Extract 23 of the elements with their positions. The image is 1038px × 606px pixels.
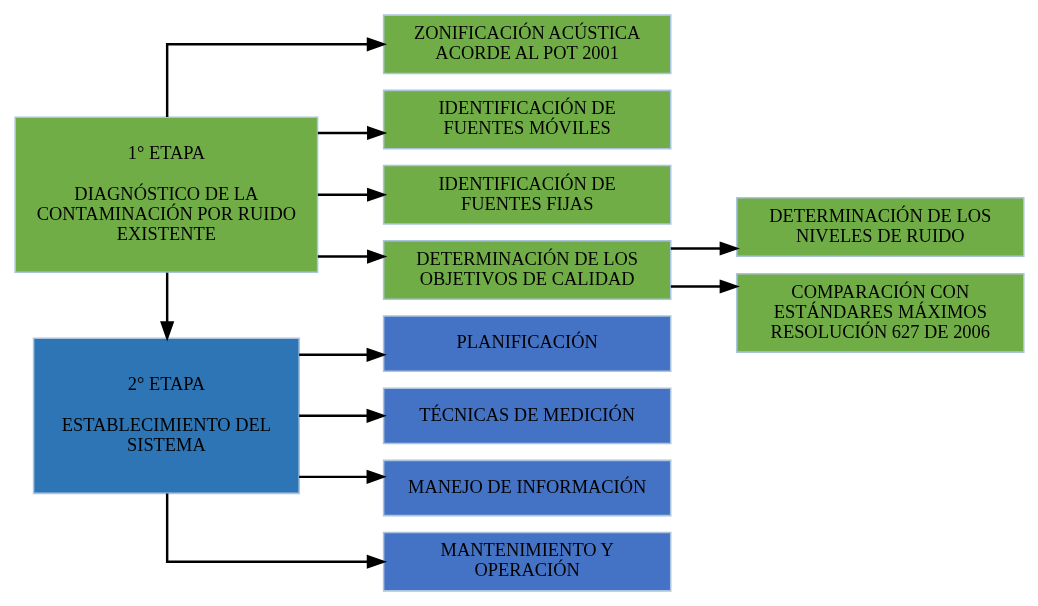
node-box: MANEJO DE INFORMACIÓN [382, 459, 671, 517]
arrow [165, 37, 387, 117]
arrow [298, 347, 387, 362]
node-box: DETERMINACIÓN DE LOS OBJETIVOS DE CALIDAD [382, 240, 671, 300]
node-box: DETERMINACIÓN DE LOS NIVELES DE RUIDO [735, 197, 1025, 257]
arrow [165, 493, 387, 569]
arrow [670, 279, 740, 294]
arrow [670, 241, 740, 256]
arrow [298, 469, 387, 484]
node-box: IDENTIFICACIÓN DE FUENTES FIJAS [382, 164, 671, 225]
node-box: MANTENIMIENTO Y OPERACIÓN [382, 531, 671, 592]
node-box: ZONIFICACIÓN ACÚSTICA ACORDE AL POT 2001 [382, 14, 671, 75]
arrow [317, 249, 387, 264]
node-box: TÉCNICAS DE MEDICIÓN [382, 387, 671, 445]
arrow [317, 187, 387, 202]
node-box: 2° ETAPA ESTABLECIMIENTO DEL SISTEMA [32, 337, 300, 495]
arrow [159, 272, 174, 342]
arrow [317, 125, 387, 141]
node-box: IDENTIFICACIÓN DE FUENTES MÓVILES [382, 89, 671, 150]
node-box: PLANIFICACIÓN [382, 315, 671, 373]
node-box: COMPARACIÓN CON ESTÁNDARES MÁXIMOS RESOLUCIÓN 627 DE 2006 [735, 273, 1025, 353]
arrow [298, 408, 387, 423]
node-box: 1° ETAPA DIAGNÓSTICO DE LA CONTAMINACIÓN POR RUIDO EXISTENTE [13, 116, 318, 274]
